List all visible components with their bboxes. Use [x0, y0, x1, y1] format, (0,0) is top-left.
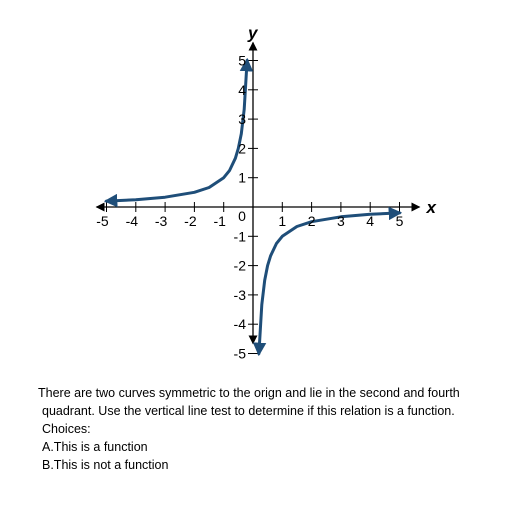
- question-block: There are two curves symmetric to the or…: [38, 384, 498, 474]
- x-tick-label: -3: [155, 213, 168, 229]
- function-graph: x y -5 -4 -3 -2 -1 1 2 3 4 5 5 4 3 2 1 -1 -2 -3 -4 -5 0: [95, 24, 438, 362]
- y-tick-label: -1: [234, 228, 247, 244]
- choice-b: B.This is not a function: [42, 458, 169, 472]
- origin-label: 0: [238, 208, 246, 224]
- y-tick-label: 4: [238, 82, 246, 98]
- x-tick-label: 5: [396, 213, 404, 229]
- axes: [95, 41, 421, 345]
- question-line-2: quadrant. Use the vertical line test to …: [42, 404, 455, 418]
- x-axis-name: x: [426, 198, 438, 217]
- x-tick-label: -4: [126, 213, 139, 229]
- tick-labels: x y -5 -4 -3 -2 -1 1 2 3 4 5 5 4 3 2 1 -1 -2 -3 -4 -5 0: [96, 24, 437, 362]
- choices-label: Choices:: [42, 422, 91, 436]
- y-tick-label: 2: [238, 140, 246, 156]
- x-tick-label: 2: [308, 213, 316, 229]
- x-tick-label: -2: [184, 213, 197, 229]
- y-tick-label: 5: [238, 53, 246, 69]
- x-tick-label: 1: [278, 213, 286, 229]
- y-tick-label: 3: [238, 111, 246, 127]
- curves: [103, 57, 403, 357]
- choice-a: A.This is a function: [42, 440, 148, 454]
- y-tick-label: -2: [234, 258, 247, 274]
- y-tick-label: -4: [234, 316, 247, 332]
- y-axis-name: y: [247, 24, 259, 43]
- y-tick-label: 1: [238, 170, 246, 186]
- question-line-1: There are two curves symmetric to the or…: [38, 386, 460, 400]
- y-tick-label: -3: [234, 287, 247, 303]
- curve-1: [103, 57, 254, 208]
- x-tick-label: -5: [96, 213, 109, 229]
- x-tick-label: 4: [366, 213, 374, 229]
- curve-2: [252, 206, 403, 357]
- x-tick-label: 3: [337, 213, 345, 229]
- y-tick-label: -5: [234, 346, 247, 362]
- x-tick-label: -1: [213, 213, 226, 229]
